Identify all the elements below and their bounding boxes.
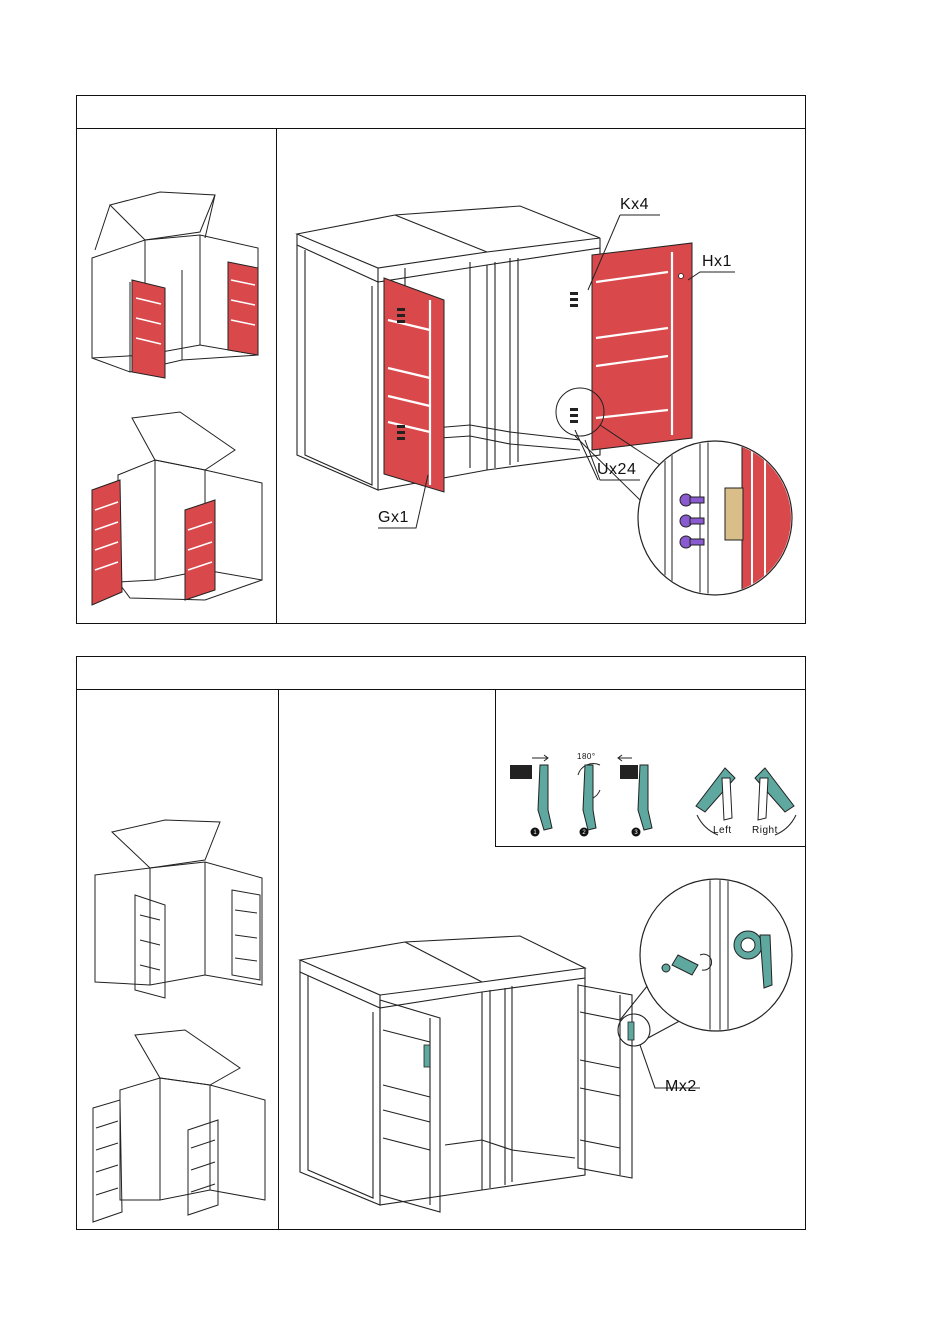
handle-orientation-inset xyxy=(495,689,805,847)
handle-left-label: Left xyxy=(713,825,732,836)
step-panel-handles xyxy=(76,656,806,1230)
handle-right-label: Right xyxy=(752,825,778,836)
callout-gx1: Gx1 xyxy=(378,509,409,527)
step-panel-doors xyxy=(76,95,806,624)
callout-ux24: Ux24 xyxy=(597,461,636,479)
callout-mx2: Mx2 xyxy=(665,1078,697,1096)
column-divider xyxy=(278,689,279,1229)
rotation-angle-label: 180° xyxy=(577,752,596,761)
step-panel-header xyxy=(77,657,805,690)
callout-kx4: Kx4 xyxy=(620,196,649,214)
callout-hx1: Hx1 xyxy=(702,253,732,271)
column-divider xyxy=(276,128,277,623)
step-panel-header xyxy=(77,96,805,129)
